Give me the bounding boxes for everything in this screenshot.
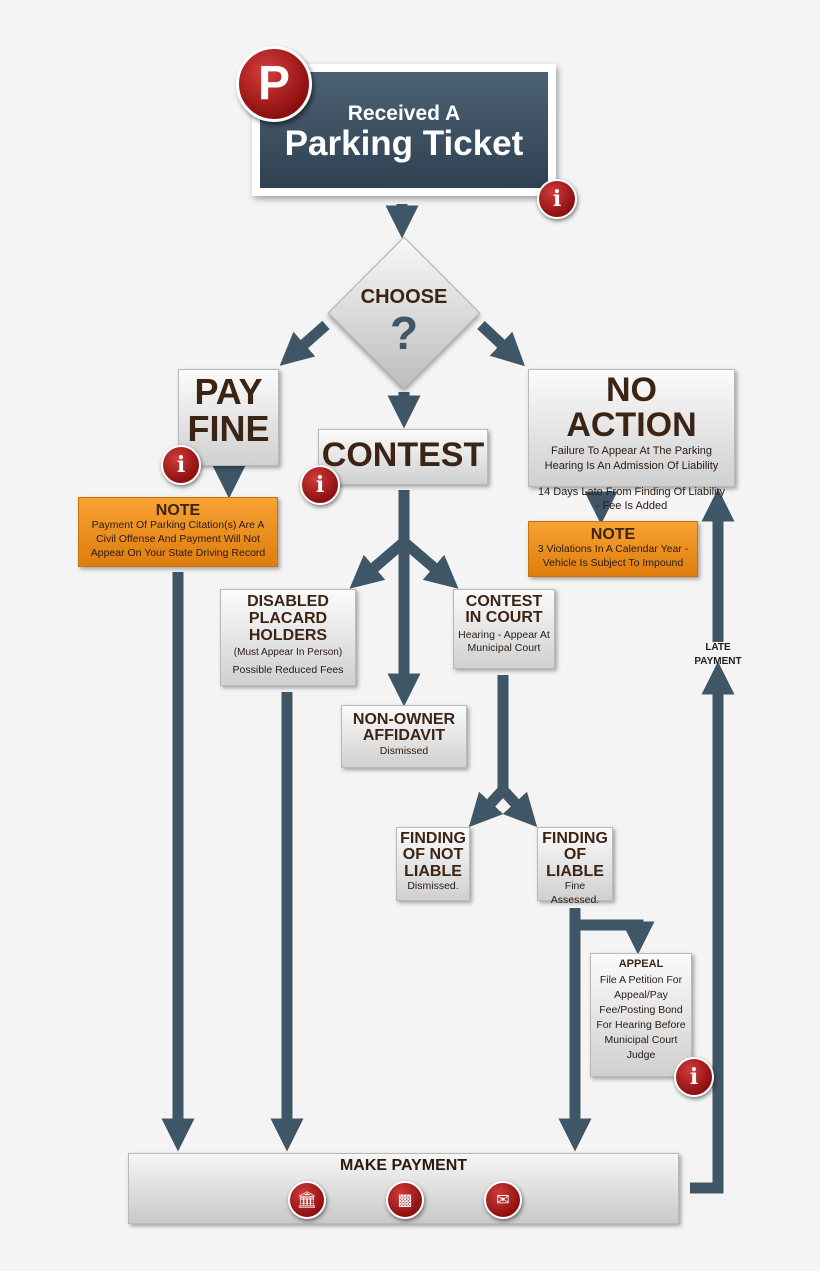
non-owner-sub: Dismissed bbox=[379, 744, 429, 757]
disabled-box[interactable]: DISABLED PLACARD HOLDERS (Must Appear In… bbox=[220, 589, 356, 686]
appeal-info-icon[interactable]: i bbox=[674, 1057, 714, 1097]
appeal-text: File A Petition For Appeal/Pay Fee/Posti… bbox=[596, 974, 686, 1061]
arrow-choose-to-payfine bbox=[279, 320, 330, 366]
parking-p-icon: P bbox=[236, 46, 312, 122]
pay-fine-note: NOTE Payment Of Parking Citation(s) Are … bbox=[78, 497, 278, 567]
disabled-sub1: (Must Appear In Person) bbox=[233, 647, 343, 659]
late-payment-line2: PAYMENT bbox=[694, 656, 742, 667]
info-glyph: i bbox=[315, 472, 325, 498]
no-action-note-title: NOTE bbox=[590, 526, 636, 543]
question-mark: ? bbox=[389, 307, 419, 359]
info-glyph: i bbox=[689, 1064, 699, 1090]
no-action-text1: Failure To Appear At The Parking Hearing… bbox=[544, 445, 719, 472]
non-owner-title: NON-OWNER AFFIDAVIT bbox=[352, 711, 456, 745]
pay-fine-note-title: NOTE bbox=[155, 502, 201, 519]
contest-court-title: CONTEST IN COURT bbox=[465, 593, 543, 627]
late-payment-line1: LATE bbox=[705, 642, 731, 653]
non-owner-box[interactable]: NON-OWNER AFFIDAVIT Dismissed bbox=[341, 705, 467, 768]
disabled-sub2: Possible Reduced Fees bbox=[232, 664, 344, 677]
arrow-contest-to-disabled bbox=[349, 537, 408, 589]
arrow-contest-to-court bbox=[400, 537, 459, 589]
contest-court-sub: Hearing - Appear At Municipal Court bbox=[458, 628, 550, 655]
arrow-choose-to-noaction bbox=[477, 320, 526, 367]
bank-icon[interactable]: 🏛 bbox=[288, 1181, 326, 1219]
mail-icon[interactable]: ✉ bbox=[484, 1181, 522, 1219]
pay-fine-line1: PAY bbox=[194, 371, 263, 412]
no-action-text2: 14 Days Late From Finding Of Liability -… bbox=[537, 485, 726, 513]
no-action-box[interactable]: NO ACTION Failure To Appear At The Parki… bbox=[528, 369, 735, 512]
arrow-court-to-liable bbox=[498, 786, 538, 828]
start-line1: Received A bbox=[347, 102, 461, 125]
pay-fine-note-text: Payment Of Parking Citation(s) Are A Civ… bbox=[90, 519, 266, 560]
pay-fine-info-icon[interactable]: i bbox=[161, 445, 201, 485]
start-info-icon[interactable]: i bbox=[537, 179, 577, 219]
appeal-title: APPEAL bbox=[618, 958, 664, 970]
liable-box[interactable]: FINDING OF LIABLE Fine Assessed. bbox=[537, 827, 613, 906]
appeal-box[interactable]: APPEAL File A Petition For Appeal/Pay Fe… bbox=[590, 953, 692, 1077]
not-liable-title: FINDING OF NOT LIABLE bbox=[400, 830, 466, 880]
info-glyph: i bbox=[552, 186, 562, 212]
contest-label: CONTEST bbox=[321, 436, 485, 474]
disabled-title: DISABLED PLACARD HOLDERS bbox=[247, 593, 329, 644]
not-liable-sub: Dismissed. bbox=[407, 879, 459, 892]
contest-box[interactable]: CONTEST bbox=[318, 429, 488, 485]
liable-title: FINDING OF LIABLE bbox=[542, 830, 608, 880]
contest-info-icon[interactable]: i bbox=[300, 465, 340, 505]
arrow-liable-to-appeal bbox=[575, 919, 655, 955]
contest-court-box[interactable]: CONTEST IN COURT Hearing - Appear At Mun… bbox=[453, 589, 555, 669]
choose-label: CHOOSE bbox=[360, 286, 448, 308]
pay-fine-line2: FINE bbox=[187, 407, 270, 449]
no-action-note-text: 3 Violations In A Calendar Year - Vehicl… bbox=[537, 543, 689, 569]
start-line2: Parking Ticket bbox=[284, 124, 524, 163]
make-payment-label: MAKE PAYMENT bbox=[339, 1157, 468, 1174]
not-liable-box[interactable]: FINDING OF NOT LIABLE Dismissed. bbox=[396, 827, 470, 901]
no-action-note: NOTE 3 Violations In A Calendar Year - V… bbox=[528, 521, 698, 577]
arrow-late-payment bbox=[690, 661, 735, 1194]
no-action-title: NO ACTION bbox=[566, 371, 697, 444]
parking-p-letter: P bbox=[257, 57, 290, 110]
info-glyph: i bbox=[176, 452, 186, 478]
late-payment-label: LATE PAYMENT bbox=[680, 641, 756, 669]
liable-sub: Fine Assessed. bbox=[550, 879, 600, 906]
mobile-payment-icon[interactable]: ▩ bbox=[386, 1181, 424, 1219]
